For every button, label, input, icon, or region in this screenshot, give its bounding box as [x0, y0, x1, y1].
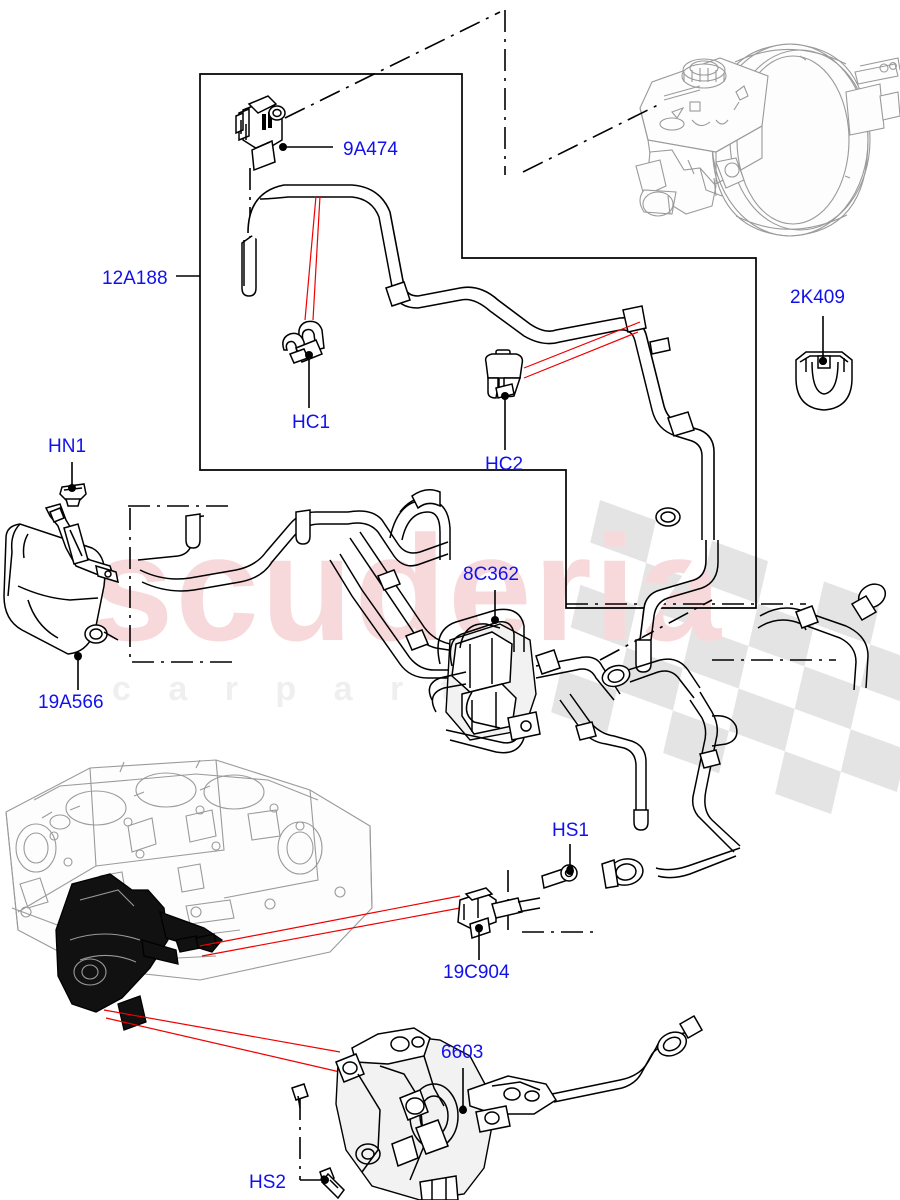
label-attach-dot: [566, 867, 574, 875]
vacuum-sensor-9A474: [235, 95, 286, 172]
part-number-label-12A188[interactable]: 12A188: [102, 268, 168, 289]
vacuum-pipe-8C362: [137, 489, 887, 889]
detail-box-frames: [199, 73, 757, 609]
label-attach-dot: [305, 351, 313, 359]
label-attach-dot: [74, 652, 82, 660]
part-number-label-HS2[interactable]: HS2: [249, 1172, 286, 1193]
hose-clip-HC1: [282, 320, 325, 364]
engine-block: [5, 759, 373, 1031]
label-attach-dot: [459, 1106, 467, 1114]
part-number-label-9A474[interactable]: 9A474: [343, 139, 398, 160]
red-highlight-leaders: [103, 195, 641, 1073]
part-number-label-2K409[interactable]: 2K409: [790, 287, 845, 308]
part-number-label-8C362[interactable]: 8C362: [463, 564, 519, 585]
label-attach-dot: [501, 392, 509, 400]
part-number-label-19C904[interactable]: 19C904: [443, 962, 510, 983]
brake-booster-master-cylinder: [635, 43, 900, 237]
vacuum-solenoid-19C904: [457, 887, 541, 939]
part-number-label-HC1[interactable]: HC1: [292, 412, 330, 433]
part-number-label-HN1[interactable]: HN1: [48, 436, 86, 457]
vacuum-reservoir-19A566: [3, 503, 119, 661]
part-number-label-6603[interactable]: 6603: [441, 1042, 483, 1063]
part-number-label-HC2[interactable]: HC2: [485, 454, 523, 475]
bracket-2K409: [795, 351, 853, 411]
label-attach-dot: [819, 357, 827, 365]
label-attach-dot: [491, 616, 499, 624]
label-attach-dot: [321, 1176, 329, 1184]
label-attach-dot: [68, 484, 76, 492]
watermark-primary: scuderia: [90, 504, 723, 672]
vacuum-pump-6603: [335, 1014, 704, 1200]
label-attach-dot: [475, 924, 483, 932]
part-number-label-19A566[interactable]: 19A566: [38, 692, 104, 713]
label-attach-dot: [279, 143, 287, 151]
part-number-label-HS1[interactable]: HS1: [552, 820, 589, 841]
